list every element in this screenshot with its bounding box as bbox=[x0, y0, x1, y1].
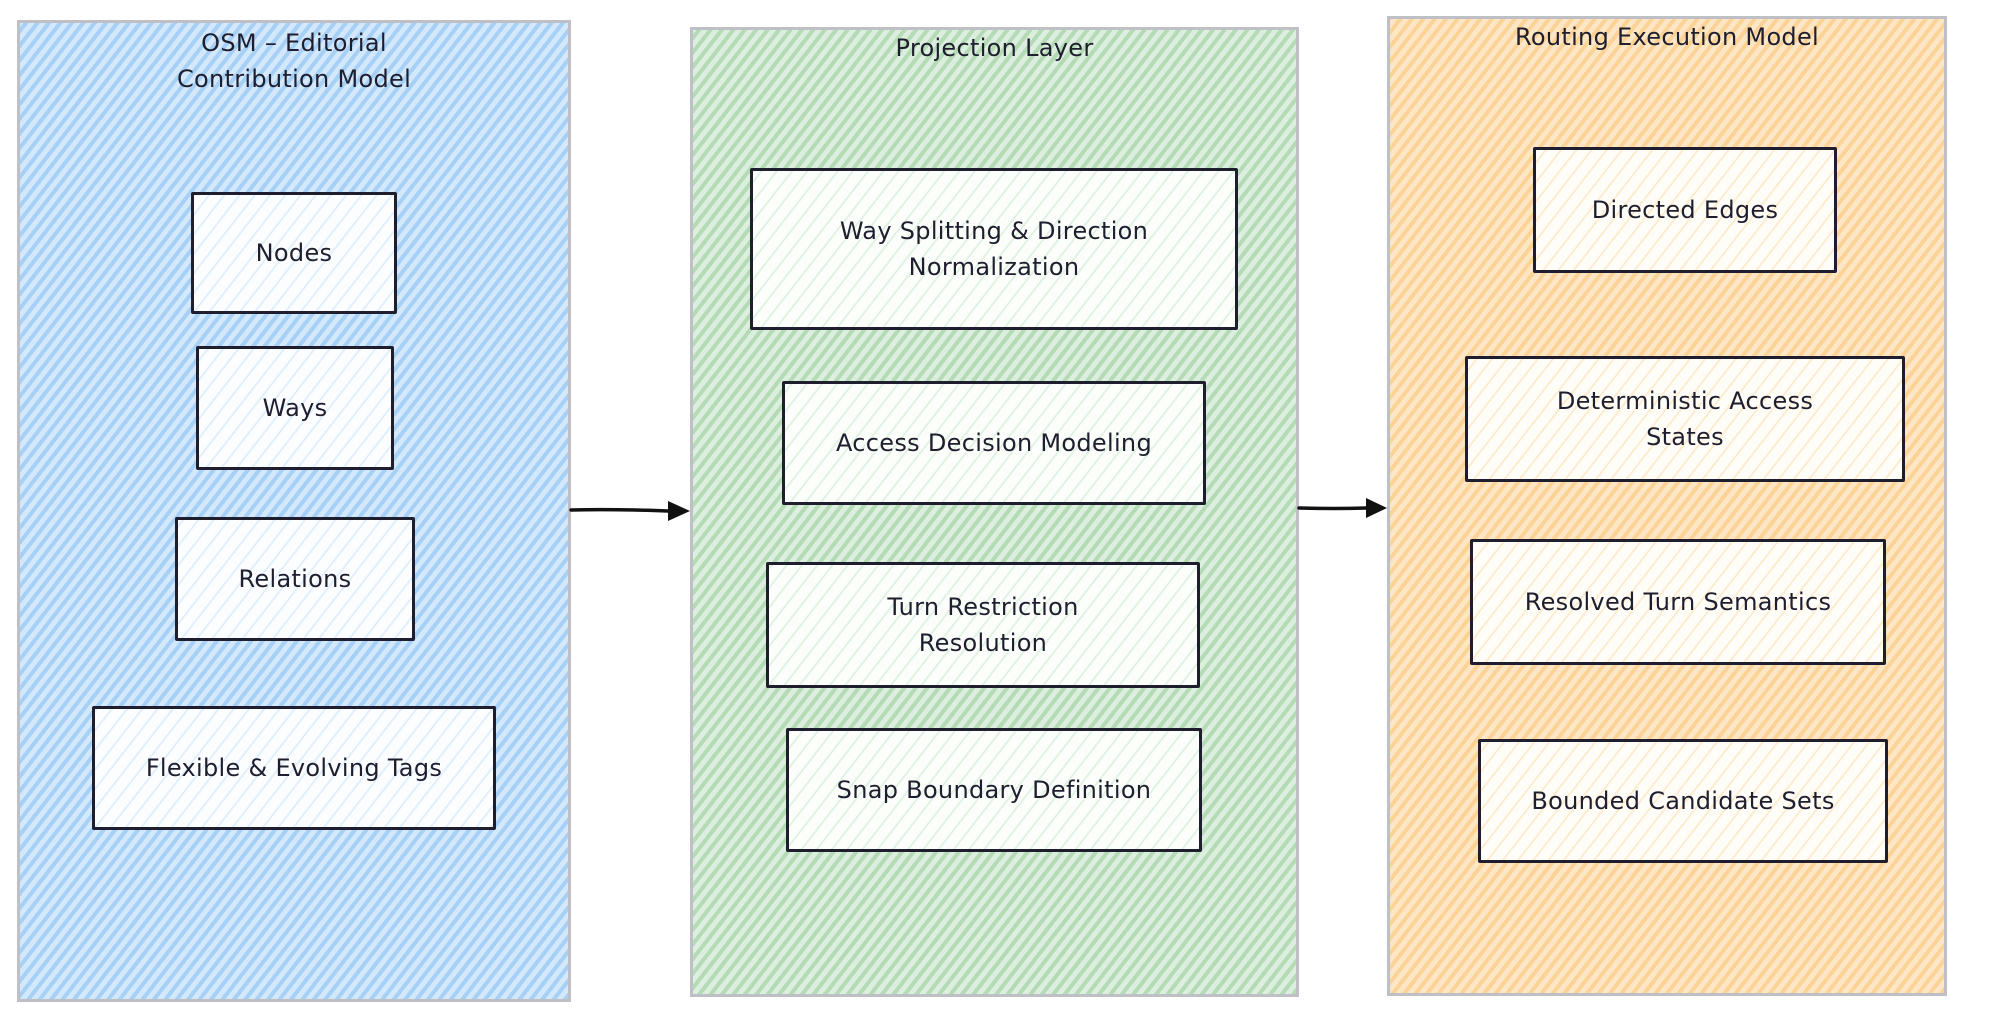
panel-title-osm: OSM – Editorial Contribution Model bbox=[176, 29, 412, 93]
arrow-osm-to-projection bbox=[569, 501, 690, 521]
box-relations: Relations bbox=[175, 517, 415, 641]
box-deterministic-access: Deterministic Access States bbox=[1465, 356, 1905, 482]
box-ways: Ways bbox=[196, 346, 394, 470]
box-nodes: Nodes bbox=[191, 192, 397, 314]
panel-title-projection: Projection Layer bbox=[895, 34, 1094, 62]
box-flexible-tags: Flexible & Evolving Tags bbox=[92, 706, 496, 830]
arrow-projection-to-routing bbox=[1297, 498, 1387, 518]
box-bounded-candidates: Bounded Candidate Sets bbox=[1478, 739, 1888, 863]
box-directed-edges: Directed Edges bbox=[1533, 147, 1837, 273]
box-access-decision: Access Decision Modeling bbox=[782, 381, 1206, 505]
box-way-splitting: Way Splitting & Direction Normalization bbox=[750, 168, 1238, 330]
box-turn-restriction: Turn Restriction Resolution bbox=[766, 562, 1200, 688]
panel-title-routing: Routing Execution Model bbox=[1514, 23, 1819, 51]
box-resolved-turn: Resolved Turn Semantics bbox=[1470, 539, 1886, 665]
box-snap-boundary: Snap Boundary Definition bbox=[786, 728, 1202, 852]
osm-editorial-panel: OSM – Editorial Contribution Model bbox=[17, 20, 571, 1002]
